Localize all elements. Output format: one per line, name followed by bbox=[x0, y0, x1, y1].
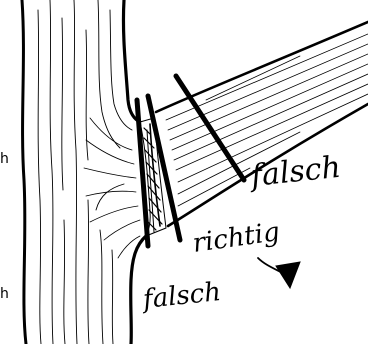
richtig-pointer bbox=[258, 258, 300, 288]
label-stub-cut-wrong: falsch bbox=[247, 150, 342, 194]
trunk-left-outline bbox=[22, 0, 26, 344]
arrowhead-icon bbox=[276, 262, 300, 288]
tree-trunk bbox=[22, 0, 146, 344]
cut-line-stub-wrong bbox=[176, 76, 244, 180]
branch bbox=[156, 22, 368, 226]
label-flush-cut-wrong: falsch bbox=[140, 277, 223, 315]
label-correct-cut: richtig bbox=[191, 217, 282, 259]
edge-mark-lower: h bbox=[0, 286, 9, 302]
edge-mark-upper: h bbox=[0, 151, 9, 167]
